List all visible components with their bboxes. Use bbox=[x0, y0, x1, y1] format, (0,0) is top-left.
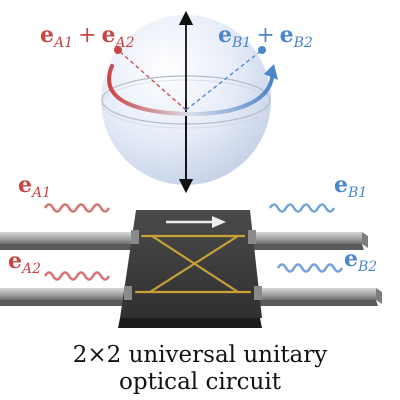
caption-line-1: 2×2 universal unitary bbox=[73, 342, 328, 368]
propagation-arrowhead bbox=[212, 216, 226, 228]
chip-side bbox=[118, 318, 262, 328]
caption-line-2: optical circuit bbox=[119, 369, 282, 395]
chip-top bbox=[120, 210, 262, 318]
waveguide-in-bottom bbox=[0, 288, 128, 300]
pulse-in-bottom bbox=[43, 271, 111, 281]
pad-in-top bbox=[131, 230, 139, 244]
pad-out-bottom bbox=[254, 286, 262, 300]
crossing-waveguides bbox=[134, 234, 252, 294]
waveguide-out-top bbox=[250, 232, 362, 244]
transformation-arc bbox=[107, 64, 274, 117]
arc-arrowhead bbox=[264, 64, 278, 80]
state-a-label: eA1+eA2 bbox=[40, 22, 135, 51]
port-out-top-label: eB1 bbox=[334, 172, 367, 201]
pulse-out-top bbox=[268, 203, 336, 213]
chip bbox=[118, 210, 262, 328]
pad-in-bottom bbox=[124, 286, 132, 300]
waveguides bbox=[0, 232, 382, 306]
pulse-out-bottom bbox=[276, 263, 344, 273]
sphere-group bbox=[101, 10, 278, 194]
port-out-bottom-label: eB2 bbox=[344, 246, 377, 275]
state-a-point bbox=[114, 46, 122, 54]
state-b-point bbox=[258, 46, 266, 54]
port-in-top-label: eA1 bbox=[18, 172, 51, 201]
state-b-label: eB1+eB2 bbox=[218, 22, 313, 51]
waveguide-out-bottom bbox=[258, 288, 376, 300]
state-a-vector bbox=[117, 49, 187, 111]
port-in-bottom-label: eA2 bbox=[8, 248, 41, 277]
pulse-in-top bbox=[43, 203, 111, 213]
waveguide-in-top bbox=[0, 232, 138, 244]
state-b-vector bbox=[185, 49, 263, 111]
pad-out-top bbox=[248, 230, 256, 244]
